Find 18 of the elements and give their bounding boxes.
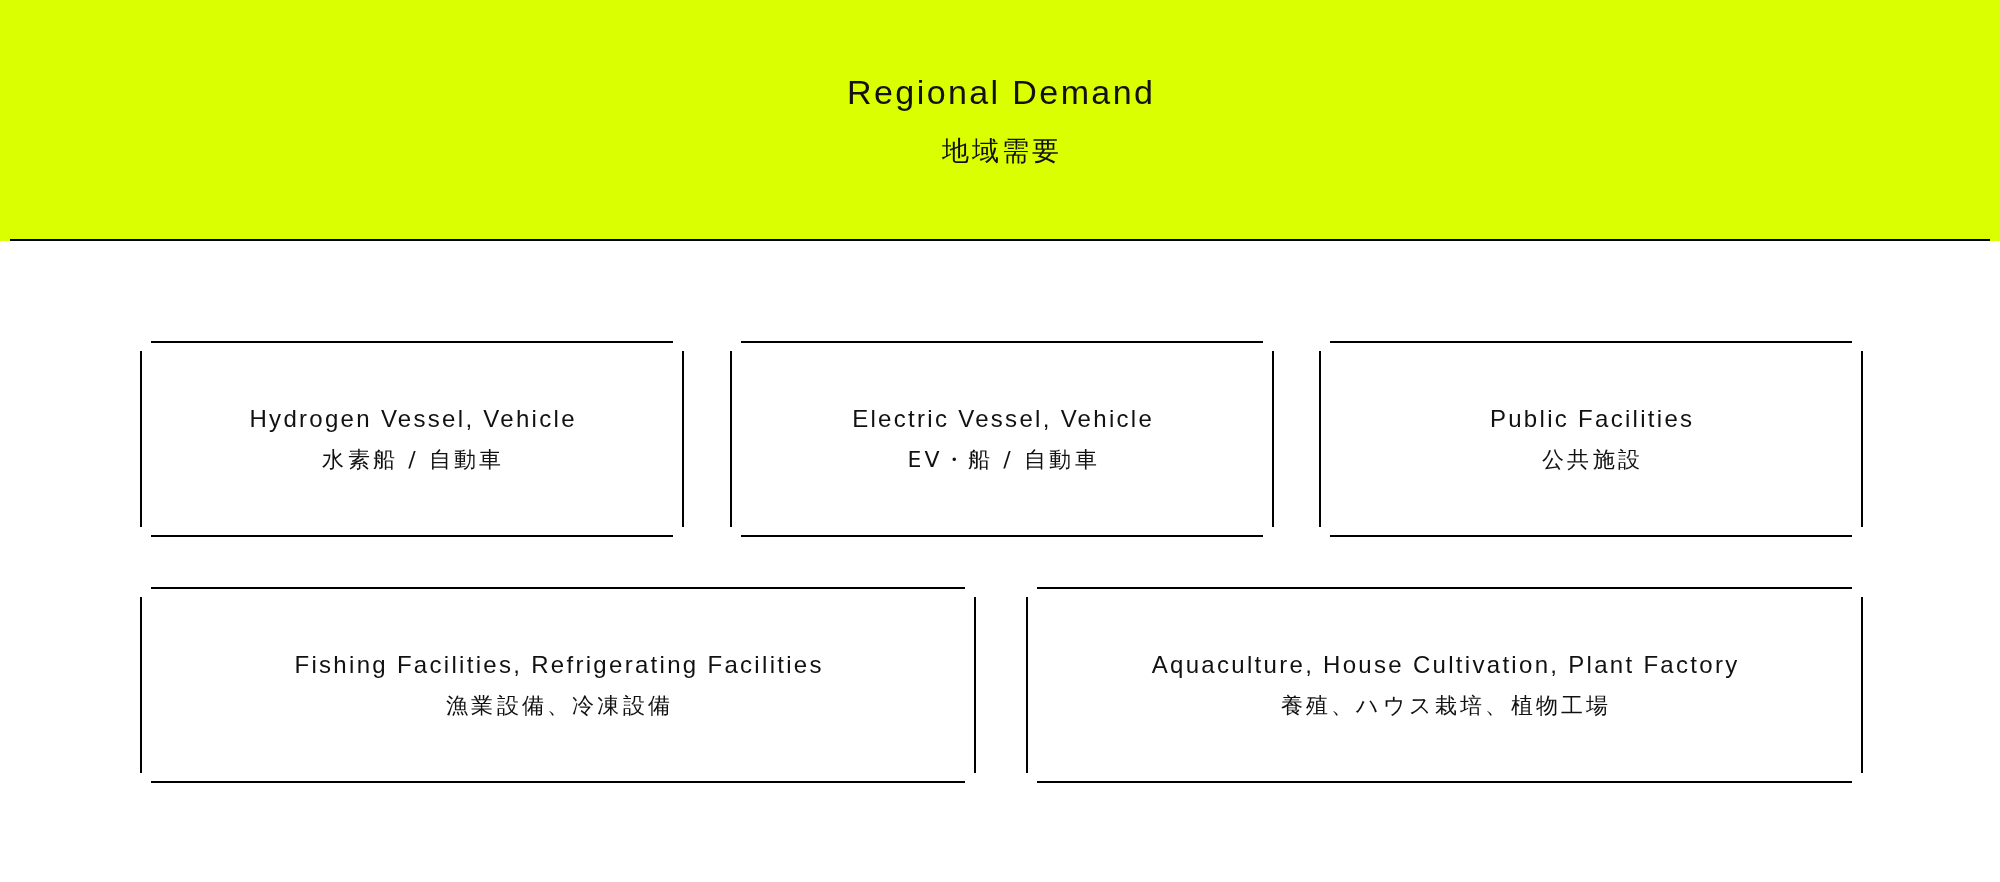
heading: Regional Demand xyxy=(846,71,1156,112)
outlined-box xyxy=(140,341,684,537)
header-band xyxy=(0,0,2000,241)
label: Aquaculture, House Cultivation, Plant Factory xyxy=(1150,650,1740,680)
subheading: 地域需要 xyxy=(940,133,1062,168)
label: Public Facilities xyxy=(1488,404,1695,434)
sublabel: 漁業設備、冷凍設備 xyxy=(445,692,673,720)
sublabel: 公共施設 xyxy=(1541,446,1643,474)
sublabel: EV・船 / 自動車 xyxy=(906,446,1100,474)
label: Hydrogen Vessel, Vehicle xyxy=(248,404,577,434)
outlined-box xyxy=(1319,341,1863,537)
label: Electric Vessel, Vehicle xyxy=(851,404,1155,434)
label: Fishing Facilities, Refrigerating Facilities xyxy=(293,650,824,680)
outlined-box xyxy=(1026,587,1863,783)
sublabel: 水素船 / 自動車 xyxy=(321,446,505,474)
outlined-box xyxy=(730,341,1274,537)
sublabel: 養殖、ハウス栽培、植物工場 xyxy=(1279,692,1612,720)
outlined-box xyxy=(140,587,976,783)
